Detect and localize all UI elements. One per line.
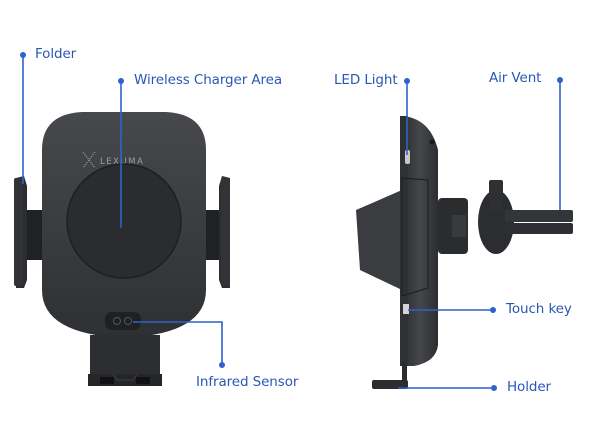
callout-label-infrared-sensor: Infrared Sensor bbox=[196, 374, 299, 390]
wireless-charger-pad bbox=[66, 163, 182, 279]
air-vent-clip bbox=[438, 180, 573, 254]
right-folder-arm bbox=[196, 176, 230, 288]
callout-label-holder: Holder bbox=[507, 379, 551, 395]
callout-label-wireless-charger-area: Wireless Charger Area bbox=[134, 72, 283, 88]
callout-label-folder: Folder bbox=[35, 46, 77, 62]
infrared-sensor-window bbox=[105, 312, 141, 330]
side-view-device bbox=[356, 116, 573, 389]
callout-label-led-light: LED Light bbox=[334, 72, 398, 88]
callout-label-touch-key: Touch key bbox=[506, 301, 572, 317]
touch-key-indicator bbox=[403, 304, 409, 314]
front-view-device: LEXUMA bbox=[14, 112, 230, 386]
bottom-holder-front bbox=[88, 335, 162, 386]
callout-label-air-vent: Air Vent bbox=[489, 70, 542, 86]
lexuma-logo-icon bbox=[82, 151, 96, 169]
callout-lines bbox=[20, 52, 563, 391]
